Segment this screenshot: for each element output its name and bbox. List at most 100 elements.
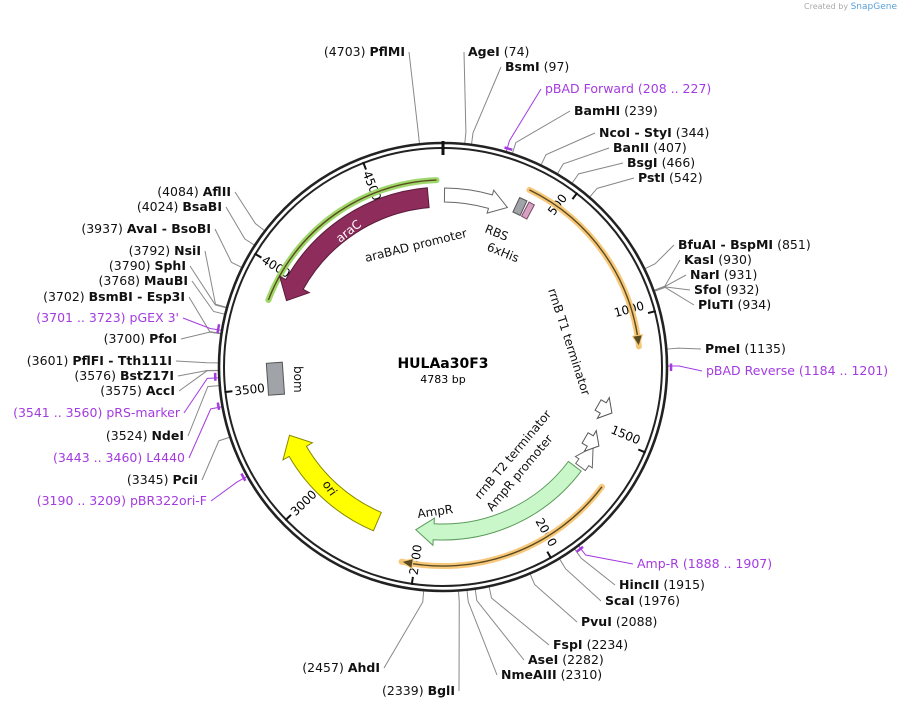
primer-name: pRS-marker [106, 405, 181, 420]
rrnb-t1-terminator[interactable] [592, 395, 618, 424]
enzyme-site-label[interactable]: (3702) BsmBI - Esp3I [43, 289, 185, 304]
primer-label[interactable]: pBAD Reverse (1184 .. 1201) [706, 363, 888, 378]
enzyme-leader [654, 286, 695, 306]
enzyme-site-label[interactable]: HincII (1915) [619, 577, 705, 592]
rrnb-t2-terminator[interactable] [579, 428, 605, 457]
primer-label[interactable]: (3701 .. 3723) pGEX 3' [36, 310, 179, 325]
bom-box[interactable] [265, 361, 286, 396]
enzyme-name: PflMI [369, 44, 405, 59]
enzyme-position: (851) [777, 237, 811, 252]
enzyme-site-label[interactable]: (3575) AccI [100, 383, 175, 398]
enzyme-site-label[interactable]: AseI (2282) [528, 652, 604, 667]
enzyme-name: BsaBI [182, 199, 222, 214]
tick-mark [571, 192, 579, 200]
enzyme-site-label[interactable]: PvuI (2088) [581, 614, 657, 629]
enzyme-site-label[interactable]: (4703) PflMI [324, 44, 405, 59]
enzyme-position: (4703) [324, 44, 366, 59]
enzyme-leader [474, 589, 525, 661]
leader-lines [175, 51, 703, 692]
enzyme-site-label[interactable]: (3524) NdeI [106, 428, 184, 443]
enzyme-site-label[interactable]: (3601) PflFI - Tth111I [27, 353, 172, 368]
enzyme-position: (344) [676, 125, 710, 140]
tick-mark [637, 448, 647, 454]
enzyme-site-label[interactable]: (2339) BglI [382, 683, 455, 698]
enzyme-name: FspI [553, 637, 583, 652]
his-tag-box[interactable] [520, 201, 536, 220]
primer-label[interactable]: pBAD Forward (208 .. 227) [545, 81, 711, 96]
enzyme-site-label[interactable]: AgeI (74) [468, 44, 529, 59]
enzyme-site-label[interactable]: BfuAI - BspMI (851) [678, 237, 811, 252]
enzyme-site-label[interactable]: PstI (542) [638, 170, 703, 185]
enzyme-leader [189, 265, 227, 309]
ampr-arrow[interactable] [414, 460, 582, 547]
enzyme-position: (466) [662, 155, 696, 170]
enzyme-position: (239) [624, 103, 658, 118]
enzyme-site-label[interactable]: (3768) MauBI [98, 273, 188, 288]
enzyme-site-label[interactable]: (4084) AflII [157, 184, 231, 199]
enzyme-leader [540, 132, 596, 165]
enzyme-position: (3702) [43, 289, 85, 304]
enzyme-site-label[interactable]: (3937) AvaI - BsoBI [81, 221, 211, 236]
enzyme-name: BsmBI - Esp3I [89, 289, 185, 304]
enzyme-position: (2339) [382, 683, 424, 698]
primer-name: L4440 [146, 450, 185, 465]
credit-brand: SnapGene [850, 2, 897, 12]
enzyme-name: NmeAIII [501, 667, 557, 682]
enzyme-site-label[interactable]: NarI (931) [690, 267, 757, 282]
enzyme-site-label[interactable]: BsmI (97) [505, 59, 569, 74]
enzyme-position: (3700) [104, 331, 146, 346]
credit-prefix: Created by [804, 2, 849, 11]
enzyme-site-label[interactable]: (4024) BsaBI [137, 199, 222, 214]
primer-label[interactable]: (3190 .. 3209) pBR322ori-F [37, 493, 207, 508]
snapgene-credit: Created by SnapGene [804, 2, 897, 12]
enzyme-name: PflFI - Tth111I [72, 353, 172, 368]
enzyme-name: SphI [154, 258, 186, 273]
enzyme-site-label[interactable]: ScaI (1976) [605, 593, 680, 608]
primer-binding-mark [240, 473, 247, 482]
primer-range: (1184 .. 1201) [799, 363, 888, 378]
enzyme-site-label[interactable]: (2457) AhdI [302, 660, 380, 675]
primer-binding-mark [575, 545, 584, 553]
enzyme-leader [488, 587, 550, 646]
enzyme-leader [188, 296, 221, 334]
enzyme-name: PvuI [581, 614, 612, 629]
primer-range: (3701 .. 3723) [36, 310, 125, 325]
primer-label[interactable]: Amp-R (1888 .. 1907) [637, 556, 772, 571]
primer-name: pBR322ori-F [130, 493, 207, 508]
ori-arrow[interactable] [282, 434, 382, 532]
enzyme-site-label[interactable]: (3792) NsiI [129, 243, 201, 258]
primer-label[interactable]: (3541 .. 3560) pRS-marker [13, 405, 181, 420]
enzyme-site-label[interactable]: NmeAIII (2310) [501, 667, 602, 682]
primer-leader [188, 406, 222, 459]
primer-binding-mark [216, 402, 221, 411]
enzyme-site-label[interactable]: BamHI (239) [574, 103, 658, 118]
arac-arrow[interactable] [278, 187, 430, 302]
enzyme-leader [463, 51, 467, 144]
enzyme-position: (930) [718, 252, 752, 267]
enzyme-site-label[interactable]: (3700) PfoI [104, 331, 177, 346]
enzyme-name: BsmI [505, 59, 540, 74]
enzyme-site-label[interactable]: BanII (407) [613, 140, 687, 155]
enzyme-name: MauBI [144, 273, 188, 288]
plasmid-name: HULAa30F3 [397, 356, 488, 372]
enzyme-leader [512, 110, 571, 154]
enzyme-site-label[interactable]: PluTI (934) [698, 297, 771, 312]
enzyme-site-label[interactable]: (3790) SphI [109, 258, 186, 273]
enzyme-site-label[interactable]: KasI (930) [684, 252, 752, 267]
primer-name: pBAD Reverse [706, 363, 795, 378]
rbs-box[interactable] [512, 196, 528, 217]
enzyme-site-label[interactable]: (3345) PciI [127, 472, 198, 487]
enzyme-name: AhdI [348, 660, 380, 675]
enzyme-site-label[interactable]: FspI (2234) [553, 637, 628, 652]
primer-label[interactable]: (3443 .. 3460) L4440 [53, 450, 185, 465]
enzyme-site-label[interactable]: PmeI (1135) [705, 341, 786, 356]
enzyme-site-label[interactable]: (3576) BstZ17I [74, 368, 174, 383]
arabad-promoter-arrow[interactable] [443, 187, 509, 214]
enzyme-site-label[interactable]: BsgI (466) [627, 155, 695, 170]
enzyme-position: (407) [653, 140, 687, 155]
ampr-promoter-arrow[interactable] [574, 445, 594, 472]
enzyme-site-label[interactable]: NcoI - StyI (344) [599, 125, 709, 140]
enzyme-site-label[interactable]: SfoI (932) [694, 282, 759, 297]
tick-mark [546, 551, 553, 560]
tick-mark [224, 390, 233, 394]
